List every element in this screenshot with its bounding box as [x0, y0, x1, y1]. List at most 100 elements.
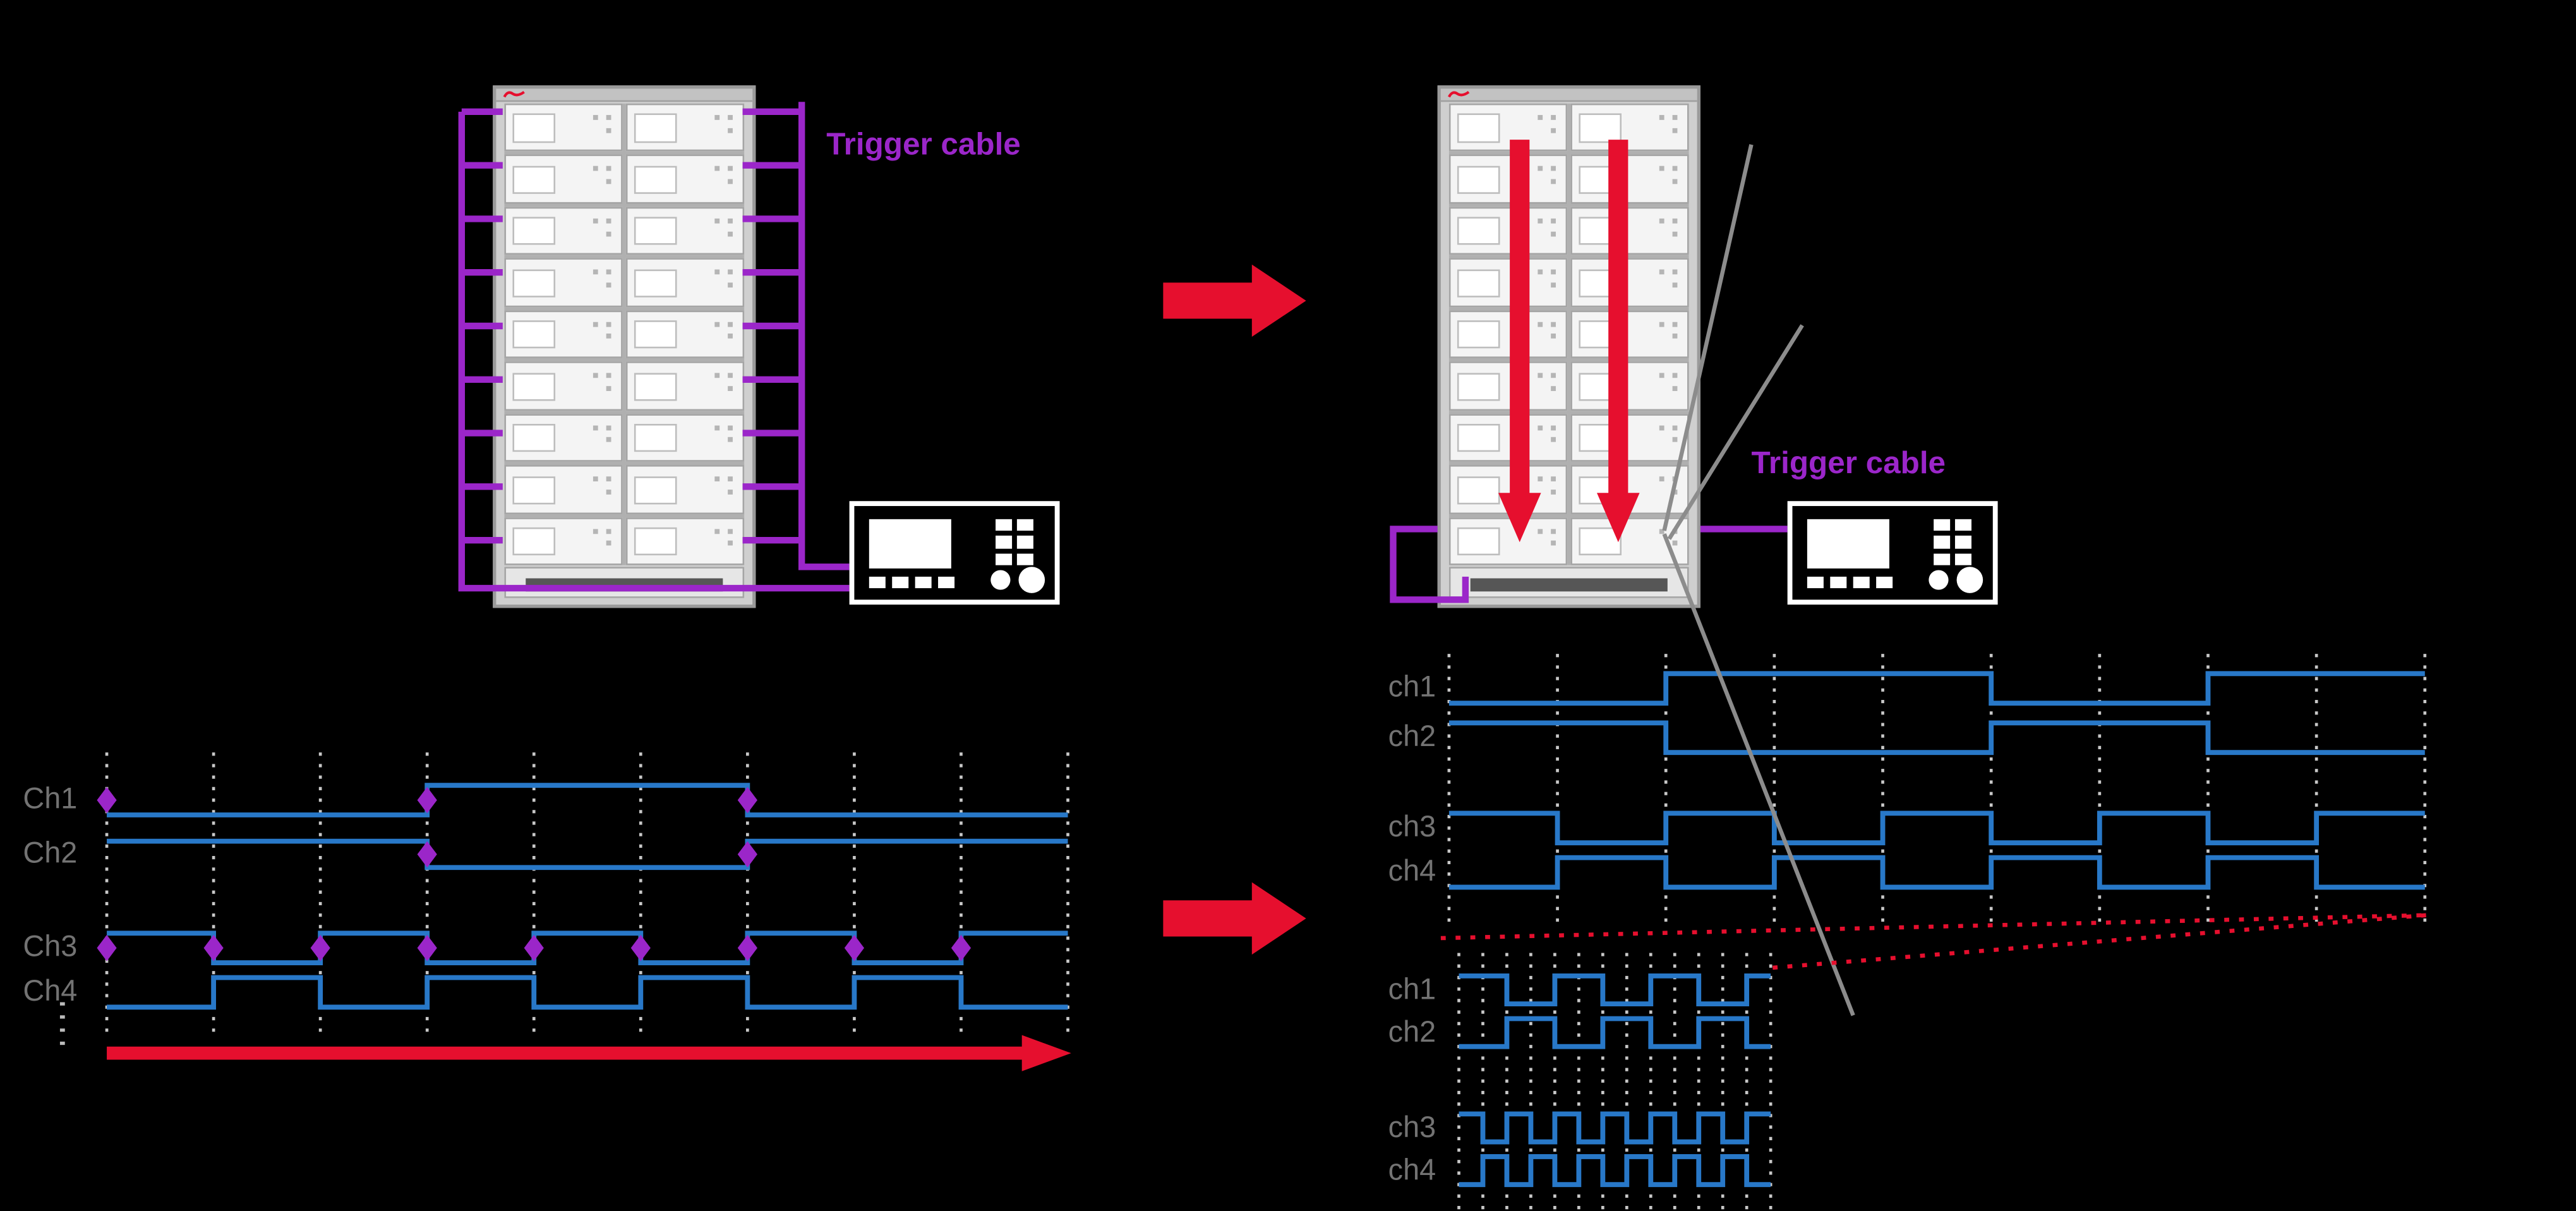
- instrument-module: [1448, 361, 1568, 411]
- module-button: [1673, 128, 1678, 133]
- module-display: [512, 372, 556, 401]
- module-button: [606, 489, 612, 495]
- instrument-module: [1448, 310, 1568, 359]
- keypad-button: [1954, 519, 1971, 531]
- trigger-diamond-icon: [97, 934, 117, 961]
- red-down-arrow-icon: [1498, 140, 1541, 543]
- module-display: [634, 424, 677, 452]
- module-button: [1538, 115, 1543, 120]
- module-button: [1659, 270, 1664, 275]
- module-display: [512, 114, 556, 143]
- module-button: [1538, 425, 1543, 430]
- channel-label-ch4: Ch4: [23, 974, 78, 1008]
- instrument-module: [1448, 155, 1568, 204]
- softkey-button: [1830, 576, 1847, 589]
- trigger-diamond-icon: [417, 841, 437, 868]
- module-button: [728, 322, 734, 327]
- module-button: [1551, 282, 1557, 288]
- module-display: [634, 166, 677, 194]
- instrument-module: [1448, 258, 1568, 307]
- module-button: [1673, 489, 1678, 495]
- instrument-module: [504, 258, 623, 307]
- instrument-module: [504, 361, 623, 411]
- module-button: [714, 115, 720, 120]
- instrument-module: [625, 207, 745, 255]
- trigger-cable-label-right: Trigger cable: [1751, 447, 1946, 482]
- module-display: [512, 217, 556, 246]
- module-display: [1457, 166, 1500, 194]
- module-button: [1659, 115, 1664, 120]
- module-button: [728, 166, 734, 172]
- module-button: [606, 282, 612, 288]
- module-button: [606, 218, 612, 224]
- instrument-module: [504, 465, 623, 514]
- module-button: [1551, 386, 1557, 391]
- keysight-logo-icon: [1448, 90, 1470, 98]
- module-button: [1551, 128, 1557, 133]
- trigger-cable: [1390, 526, 1469, 603]
- module-display: [512, 527, 556, 556]
- module-display: [1457, 372, 1500, 401]
- controller-keypad: [996, 519, 1033, 565]
- module-button: [1551, 373, 1557, 378]
- module-button: [1673, 166, 1678, 172]
- module-display: [1457, 476, 1500, 504]
- channel-label-ch3: Ch3: [23, 930, 78, 963]
- module-button: [1551, 476, 1557, 482]
- module-button: [1551, 437, 1557, 443]
- channel-label-ch4: ch4: [1388, 854, 1436, 888]
- module-button: [1673, 270, 1678, 275]
- module-button: [1551, 270, 1557, 275]
- instrument-module: [504, 155, 623, 204]
- waveform-ch4: [107, 975, 1068, 1010]
- keypad-button: [1016, 519, 1033, 531]
- channel-label-ch2: ch2: [1388, 720, 1436, 753]
- module-button: [1538, 270, 1543, 275]
- keypad-button: [1934, 536, 1951, 548]
- module-button: [1673, 541, 1678, 546]
- channel-label-ch3: ch3: [1388, 810, 1436, 843]
- module-button: [728, 218, 734, 224]
- module-button: [728, 489, 734, 495]
- module-button: [1673, 231, 1678, 236]
- trigger-cable-label-left: Trigger cable: [826, 128, 1021, 163]
- trigger-diamond-icon: [524, 934, 544, 961]
- instrument-module: [504, 413, 623, 462]
- module-button: [593, 528, 598, 534]
- channel-label-ch1: Ch1: [23, 781, 78, 815]
- instrument-module: [1570, 361, 1689, 411]
- module-button: [606, 528, 612, 534]
- module-display: [1457, 269, 1500, 298]
- module-button: [714, 476, 720, 482]
- module-button: [1673, 282, 1678, 288]
- softkey-button: [915, 576, 932, 589]
- trigger-diamond-icon: [203, 934, 224, 961]
- module-button: [1673, 425, 1678, 430]
- module-button: [728, 334, 734, 340]
- module-button: [593, 218, 598, 224]
- module-button: [728, 386, 734, 391]
- controller-knob-small: [1929, 570, 1949, 590]
- module-button: [606, 166, 612, 172]
- module-button: [606, 373, 612, 378]
- timeline-arrow-icon: [107, 1035, 1071, 1071]
- channel-label-ch2: Ch2: [23, 836, 78, 869]
- instrument-rack-left: [493, 85, 756, 608]
- waveform-ch2: [107, 838, 1068, 871]
- channel-label-ch1: ch1: [1388, 972, 1436, 1005]
- module-button: [1673, 115, 1678, 120]
- module-display: [1457, 424, 1500, 452]
- module-button: [1673, 322, 1678, 327]
- module-button: [606, 115, 612, 120]
- softkey-button: [892, 576, 909, 589]
- module-display: [512, 269, 556, 298]
- trigger-diamond-icon: [951, 934, 972, 961]
- keypad-button: [1954, 536, 1971, 548]
- module-button: [1673, 334, 1678, 340]
- waveform-ch4: [1448, 855, 2425, 890]
- instrument-module: [625, 310, 745, 359]
- controller-softkeys: [869, 576, 955, 589]
- controller-knob-large: [1956, 567, 1983, 593]
